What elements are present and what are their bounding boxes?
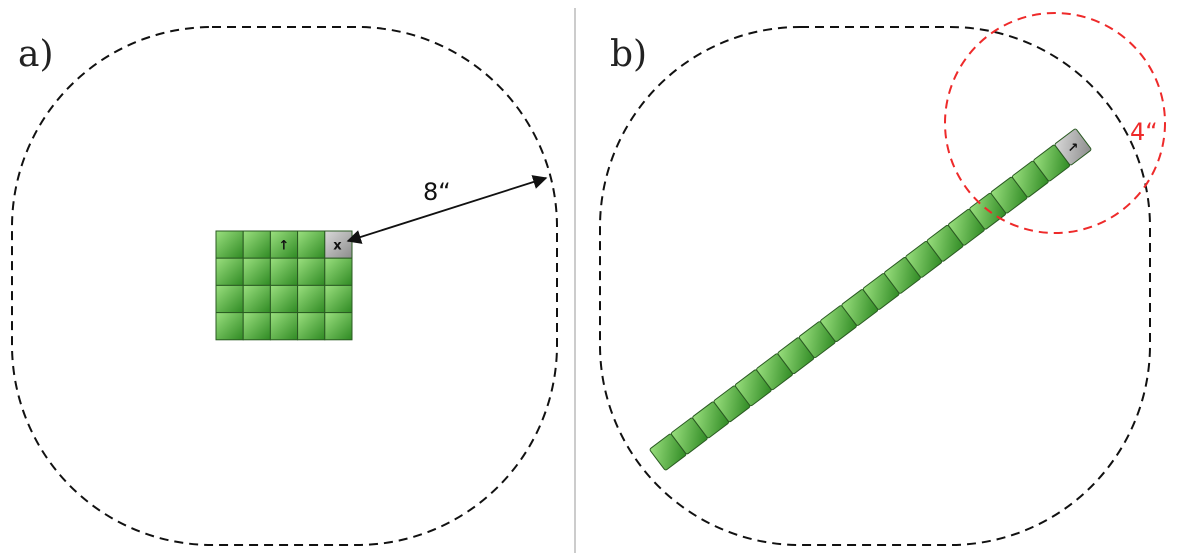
panel-a-label: a) bbox=[18, 34, 54, 75]
module-cell bbox=[324, 257, 353, 286]
workspace-boundary-a bbox=[11, 26, 558, 546]
module-cell bbox=[297, 230, 326, 259]
module-cell bbox=[269, 284, 299, 314]
module-cell bbox=[242, 312, 271, 341]
module-cell bbox=[215, 312, 244, 341]
module-cell bbox=[297, 312, 326, 341]
module-cell bbox=[242, 230, 271, 259]
module-grid: ↑x bbox=[215, 230, 353, 341]
module-chain: ↗ bbox=[649, 128, 1092, 471]
module-cell bbox=[215, 284, 244, 314]
module-cell bbox=[324, 312, 353, 341]
reach-label: 4“ bbox=[1130, 118, 1158, 146]
workspace-boundary-b bbox=[599, 26, 1151, 546]
panel-b-label: b) bbox=[610, 34, 647, 75]
panel-b: b) ↗ 4“ bbox=[599, 12, 1166, 546]
module-cell bbox=[215, 230, 244, 259]
end-marker-icon: x bbox=[333, 239, 342, 254]
distance-label: 8“ bbox=[423, 178, 451, 206]
direction-arrow-icon: ↗ bbox=[1068, 141, 1079, 156]
chain-body bbox=[649, 128, 1092, 471]
module-cell bbox=[297, 257, 326, 286]
module-cell bbox=[324, 284, 353, 314]
end-module bbox=[1054, 128, 1092, 166]
module-cell bbox=[297, 284, 326, 314]
panel-a: a) ↑x 8“ bbox=[11, 26, 558, 546]
reach-circle bbox=[944, 12, 1166, 234]
module-cell bbox=[269, 257, 299, 286]
distance-arrow bbox=[346, 175, 548, 244]
module-cell bbox=[269, 312, 299, 341]
module-cell bbox=[242, 284, 271, 314]
module-cell bbox=[242, 257, 271, 286]
direction-arrow-icon: ↑ bbox=[279, 239, 290, 254]
module-cell bbox=[215, 257, 244, 286]
